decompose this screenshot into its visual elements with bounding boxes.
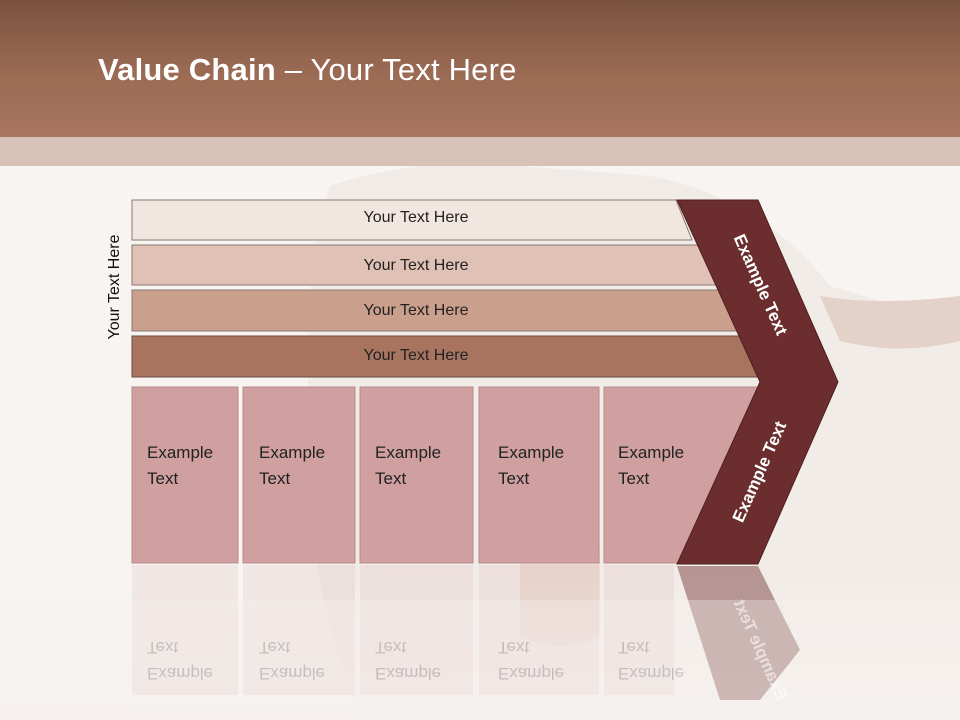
column-shape-4 bbox=[478, 386, 600, 564]
bar-label-1: Your Text Here bbox=[363, 209, 469, 226]
bar-label-4: Your Text Here bbox=[363, 347, 469, 364]
slide-title: Value Chain – Your Text Here bbox=[98, 52, 517, 88]
column-shape-3 bbox=[359, 386, 474, 564]
chevron-shape bbox=[676, 199, 839, 565]
side-label: Your Text Here bbox=[106, 234, 123, 340]
title-rest: – Your Text Here bbox=[275, 52, 517, 87]
chevron-reflection bbox=[677, 566, 800, 700]
header-subband bbox=[0, 137, 960, 166]
column-shape-1 bbox=[131, 386, 239, 564]
column-shape-2 bbox=[242, 386, 356, 564]
header-band bbox=[0, 0, 960, 137]
bar-label-2: Your Text Here bbox=[363, 257, 469, 274]
reflection-group bbox=[132, 565, 674, 695]
bar-label-3: Your Text Here bbox=[363, 302, 469, 319]
title-bold: Value Chain bbox=[98, 52, 276, 87]
bar-shape-1 bbox=[131, 199, 693, 241]
